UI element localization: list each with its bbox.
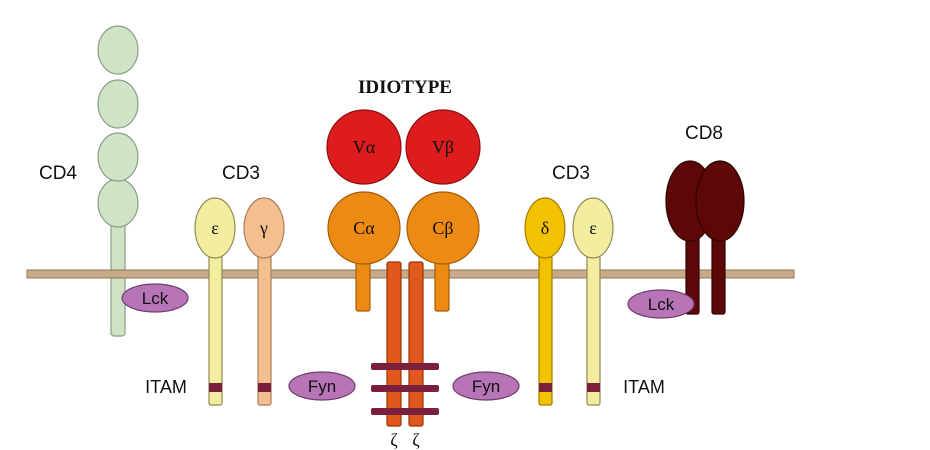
svg-text:Lck: Lck (142, 289, 169, 308)
cd3-right-delta-chain (524, 197, 566, 406)
cd3-right-delta-label: δ (541, 218, 549, 238)
cd3-left-gamma-label: γ (259, 218, 268, 238)
fyn-right: Fyn (452, 371, 520, 401)
cd8-molecule (665, 160, 745, 315)
idiotype-title: IDIOTYPE (358, 77, 452, 98)
v-alpha-domain (326, 109, 402, 185)
cd3-right-epsilon-chain (572, 197, 614, 406)
zeta-chain-2 (408, 261, 424, 427)
svg-text:Fyn: Fyn (472, 377, 500, 396)
cd3-left-gamma-chain (243, 197, 285, 406)
lck-right: Lck (627, 289, 695, 319)
itam-motif (371, 363, 439, 370)
cd8-domain-right (695, 160, 745, 242)
v-beta-label: Vβ (432, 137, 454, 157)
cd3-left-label: CD3 (222, 163, 260, 184)
c-alpha-label: Cα (353, 218, 375, 238)
cd8-stalk-right (711, 231, 726, 315)
zeta-itams (371, 363, 439, 415)
cd4-domain-4 (97, 178, 139, 228)
cd4-domain-2 (97, 79, 139, 129)
zeta-chains (386, 261, 424, 427)
itam-motif (371, 385, 439, 392)
itam-motif (209, 383, 222, 392)
svg-text:Fyn: Fyn (308, 377, 336, 396)
cd8-label: CD8 (685, 123, 723, 144)
cd4-domain-1 (97, 25, 139, 75)
c-alpha-domain (327, 191, 401, 265)
v-beta-domain (405, 109, 481, 185)
tcr-beta-chain (405, 109, 481, 312)
itam-motif (371, 408, 439, 415)
svg-text:Lck: Lck (648, 295, 675, 314)
zeta-label-1: ζ (390, 430, 398, 450)
itam-motif (258, 383, 271, 392)
itam-left-label: ITAM (145, 377, 187, 397)
cd3-right-label: CD3 (552, 163, 590, 184)
tcr-alpha-chain (326, 109, 402, 312)
c-beta-domain (406, 191, 480, 265)
v-alpha-label: Vα (353, 137, 376, 157)
zeta-label-2: ζ (412, 430, 420, 450)
cd4-molecule (97, 25, 139, 337)
cd3-left-epsilon-label: ε (211, 218, 219, 238)
cd3-right-epsilon-label: ε (589, 218, 597, 238)
cd3-left-epsilon-chain (194, 197, 236, 406)
itam-motif (587, 383, 600, 392)
itam-right-label: ITAM (623, 377, 665, 397)
itam-motif (539, 383, 552, 392)
cd4-domain-3 (97, 132, 139, 182)
c-beta-label: Cβ (432, 218, 453, 238)
lck-left: Lck (121, 283, 189, 313)
cd4-label: CD4 (39, 163, 77, 184)
fyn-left: Fyn (288, 371, 356, 401)
zeta-chain-1 (386, 261, 402, 427)
